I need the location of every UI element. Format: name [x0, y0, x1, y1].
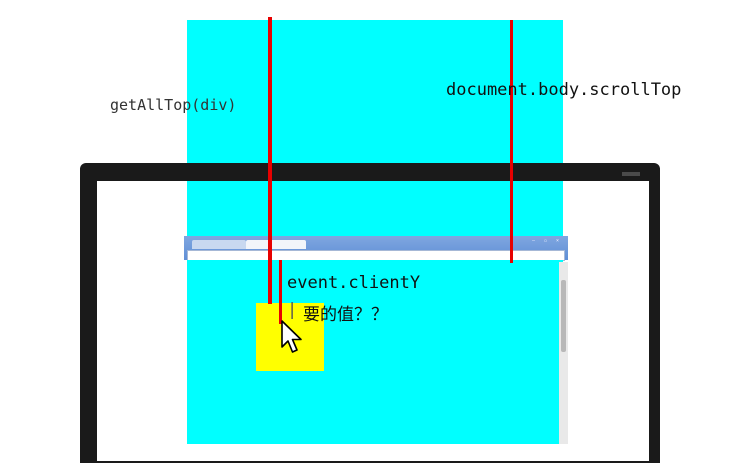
browser-tab-active[interactable] — [246, 240, 306, 249]
scrollbar-thumb[interactable] — [561, 280, 566, 352]
text-cursor-mark: | — [287, 300, 298, 320]
monitor-badge — [622, 172, 640, 176]
page-area-upper — [187, 20, 563, 165]
scroll-top-line — [510, 20, 513, 263]
scroll-top-label: document.body.scrollTop — [446, 80, 682, 100]
mouse-pointer-icon — [281, 320, 302, 353]
client-y-label: event.clientY — [287, 273, 421, 293]
get-all-top-line — [268, 17, 272, 304]
get-all-top-label: getAllTop(div) — [110, 96, 237, 114]
question-label: 要的值？？ — [303, 305, 388, 325]
window-controls[interactable]: – ▫ × — [532, 238, 563, 244]
scrollbar-track[interactable] — [559, 262, 568, 444]
client-y-line — [279, 260, 282, 324]
browser-viewport — [187, 260, 563, 444]
page-area-middle — [187, 181, 563, 238]
browser-tab[interactable] — [192, 240, 246, 249]
